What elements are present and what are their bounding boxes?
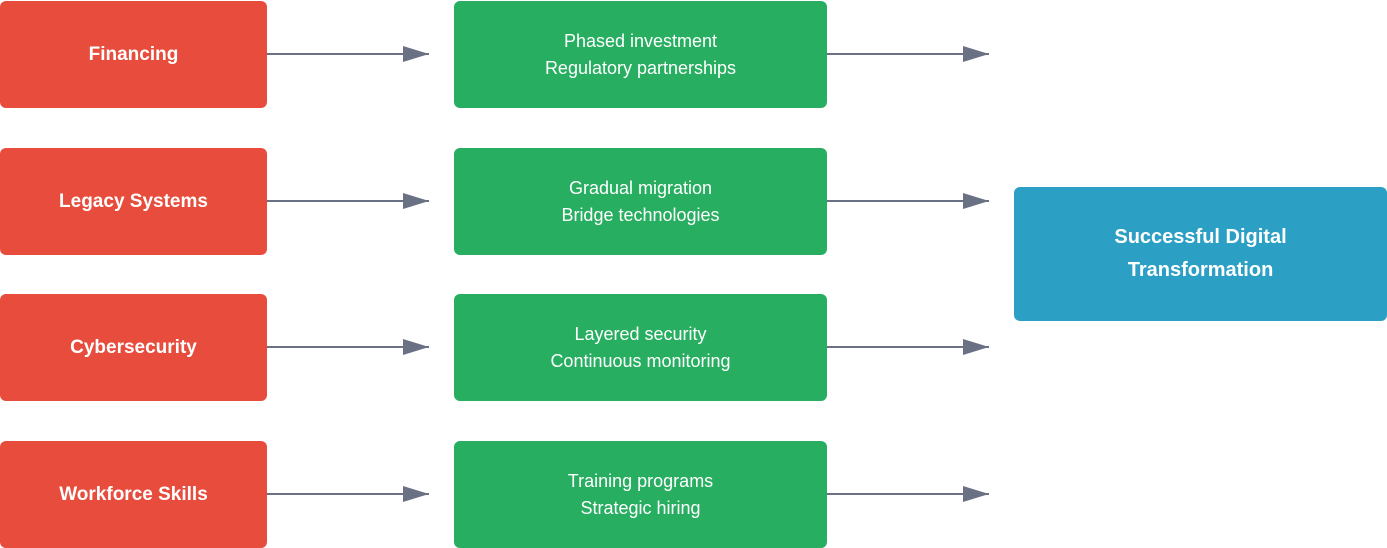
solution-workforce-skills: Training programs Strategic hiring — [454, 441, 827, 548]
solution-legacy-systems: Gradual migration Bridge technologies — [454, 148, 827, 255]
challenge-financing: Financing — [0, 1, 267, 108]
solution-line: Training programs — [567, 470, 714, 491]
outcome-line: Successful Digital — [1114, 226, 1287, 248]
challenge-legacy-systems: Legacy Systems — [0, 148, 267, 255]
challenge-label: Cybersecurity — [70, 336, 197, 358]
solution-line: Regulatory partnerships — [544, 57, 737, 78]
solution-line: Gradual migration — [568, 177, 713, 198]
solution-line: Strategic hiring — [580, 497, 701, 518]
solution-line: Continuous monitoring — [550, 350, 731, 371]
outcome-successful-digital-transformation: Successful Digital Transformation — [1014, 187, 1387, 321]
solution-cybersecurity: Layered security Continuous monitoring — [454, 294, 827, 401]
challenge-workforce-skills: Workforce Skills — [0, 441, 267, 548]
challenge-label: Financing — [88, 43, 179, 65]
solution-line: Bridge technologies — [561, 204, 720, 225]
challenge-label: Legacy Systems — [59, 190, 208, 212]
solution-line: Layered security — [574, 323, 707, 344]
challenge-label: Workforce Skills — [59, 483, 208, 505]
outcome-line: Transformation — [1127, 259, 1274, 281]
challenge-cybersecurity: Cybersecurity — [0, 294, 267, 401]
solution-financing: Phased investment Regulatory partnership… — [454, 1, 827, 108]
solution-line: Phased investment — [563, 30, 718, 51]
